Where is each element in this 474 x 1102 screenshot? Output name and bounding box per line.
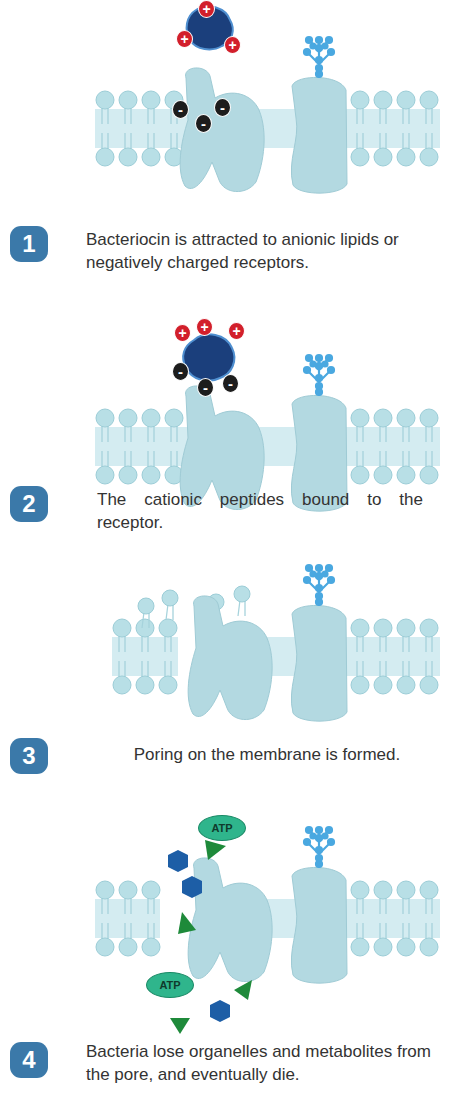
- negative-charge: -: [214, 98, 231, 117]
- step-number: 3: [10, 738, 48, 774]
- step-caption: Bacteria lose organelles and metabolites…: [86, 1040, 438, 1086]
- positive-charge: +: [198, 0, 215, 18]
- negative-charge: -: [195, 114, 212, 133]
- positive-charge: +: [228, 322, 245, 340]
- atp-molecule: ATP: [198, 815, 246, 841]
- node-text: +: [200, 319, 208, 335]
- negative-charge: -: [172, 362, 189, 381]
- step-caption: Bacteriocin is attracted to anionic lipi…: [86, 228, 466, 274]
- node-text: +: [228, 37, 236, 53]
- node-text: -: [220, 99, 225, 116]
- positive-charge: +: [196, 318, 213, 336]
- node-text: +: [232, 323, 240, 339]
- node-text: ATP: [211, 822, 232, 834]
- node-text: 4: [22, 1046, 35, 1074]
- node-text: -: [201, 115, 206, 132]
- negative-charge: -: [197, 378, 214, 397]
- negative-charge: -: [222, 374, 239, 393]
- node-text: -: [203, 379, 208, 396]
- node-text: +: [180, 31, 188, 47]
- node-text: 2: [22, 490, 35, 518]
- node-text: +: [202, 1, 210, 17]
- positive-charge: +: [176, 30, 193, 48]
- step-caption: The cationic peptides bound to the recep…: [97, 488, 423, 534]
- node-text: 3: [22, 742, 35, 770]
- positive-charge: +: [174, 324, 191, 342]
- step-caption: Poring on the membrane is formed.: [60, 743, 474, 766]
- step-number: 1: [10, 226, 48, 262]
- node-text: 1: [22, 230, 35, 258]
- node-text: +: [178, 325, 186, 341]
- atp-molecule: ATP: [146, 972, 194, 998]
- node-text: -: [178, 101, 183, 118]
- positive-charge: +: [224, 36, 241, 54]
- negative-charge: -: [172, 100, 189, 119]
- node-text: -: [178, 363, 183, 380]
- node-text: -: [228, 375, 233, 392]
- step-number: 4: [10, 1042, 48, 1078]
- node-text: ATP: [159, 979, 180, 991]
- step-number: 2: [10, 486, 48, 522]
